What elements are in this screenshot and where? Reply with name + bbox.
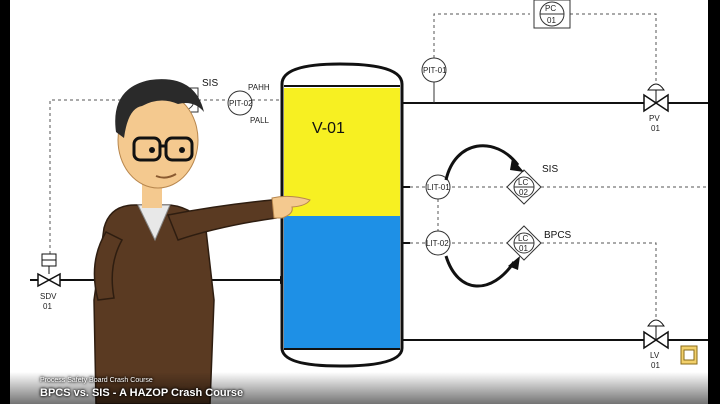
lv01-number: 01 [651,361,660,370]
video-title-caption: BPCS vs. SIS - A HAZOP Crash Course [40,387,244,399]
caption-shade [10,372,708,404]
lit02-transmitter[interactable]: LIT-02 [425,230,451,256]
sdv01-number: 01 [43,302,52,311]
lc01-controller[interactable]: LC 01 [506,225,542,261]
pc-top-controller[interactable]: PC 01 [533,0,571,29]
lc02-number: 02 [519,188,528,197]
vessel-label: V-01 [312,120,345,137]
sdv01-label: SDV [40,292,57,301]
presenter-glasses [132,136,162,162]
arrow-to-bpcs-icon [444,255,516,288]
lc01-number: 01 [519,244,528,253]
lc02-controller[interactable]: LC 02 [506,169,542,205]
sdv01-shutdown-valve[interactable]: SDV 01 [37,253,61,311]
alarm-high-label: PAHH [248,83,270,92]
lv01-label: LV [650,351,660,360]
pit02-label: PIT-02 [229,99,253,108]
lc01-label: LC [518,234,528,243]
alarm-low-label: PALL [250,116,270,125]
channel-logo-icon[interactable] [680,345,698,365]
presenter-hair [115,79,204,138]
presenter-character [93,79,311,404]
pv01-number: 01 [651,124,660,133]
lit02-label: LIT-02 [426,239,449,248]
pc-top-number: 01 [547,16,556,25]
pv01-control-valve[interactable]: PV 01 [643,83,669,133]
pit02-transmitter[interactable]: PIT-02 [227,90,253,116]
arrow-to-sis-icon [444,144,520,181]
lit01-transmitter[interactable]: LIT-01 [425,174,451,200]
sis-right-tag: SIS [542,164,558,175]
pit01-label: PIT-01 [423,66,447,75]
vessel-v01[interactable]: V-01 [280,62,404,368]
signal-line-lc01-out [541,242,657,318]
video-frame[interactable]: V-01 PC 01 PIT-01 PC SIS PIT-02 PAHH PAL… [10,0,708,404]
sis-left-tag: SIS [202,78,218,89]
presenter-sweater [93,204,215,404]
presenter-hand [271,195,311,219]
bpcs-tag: BPCS [544,230,572,241]
vapor-zone [284,88,400,216]
lc02-label: LC [518,178,528,187]
pit01-transmitter[interactable]: PIT-01 [421,57,447,103]
lit01-label: LIT-01 [427,183,450,192]
liquid-zone [284,216,400,348]
pc-top-label: PC [545,4,556,13]
presenter-pointing-arm [166,199,277,241]
signal-line-pc-top [433,13,657,84]
channel-caption: Process Safety Board Crash Course [40,377,153,384]
lv01-control-valve[interactable]: LV 01 [643,319,669,370]
pv01-label: PV [649,114,660,123]
pid-diagram: V-01 PC 01 PIT-01 PC SIS PIT-02 PAHH PAL… [30,0,708,404]
